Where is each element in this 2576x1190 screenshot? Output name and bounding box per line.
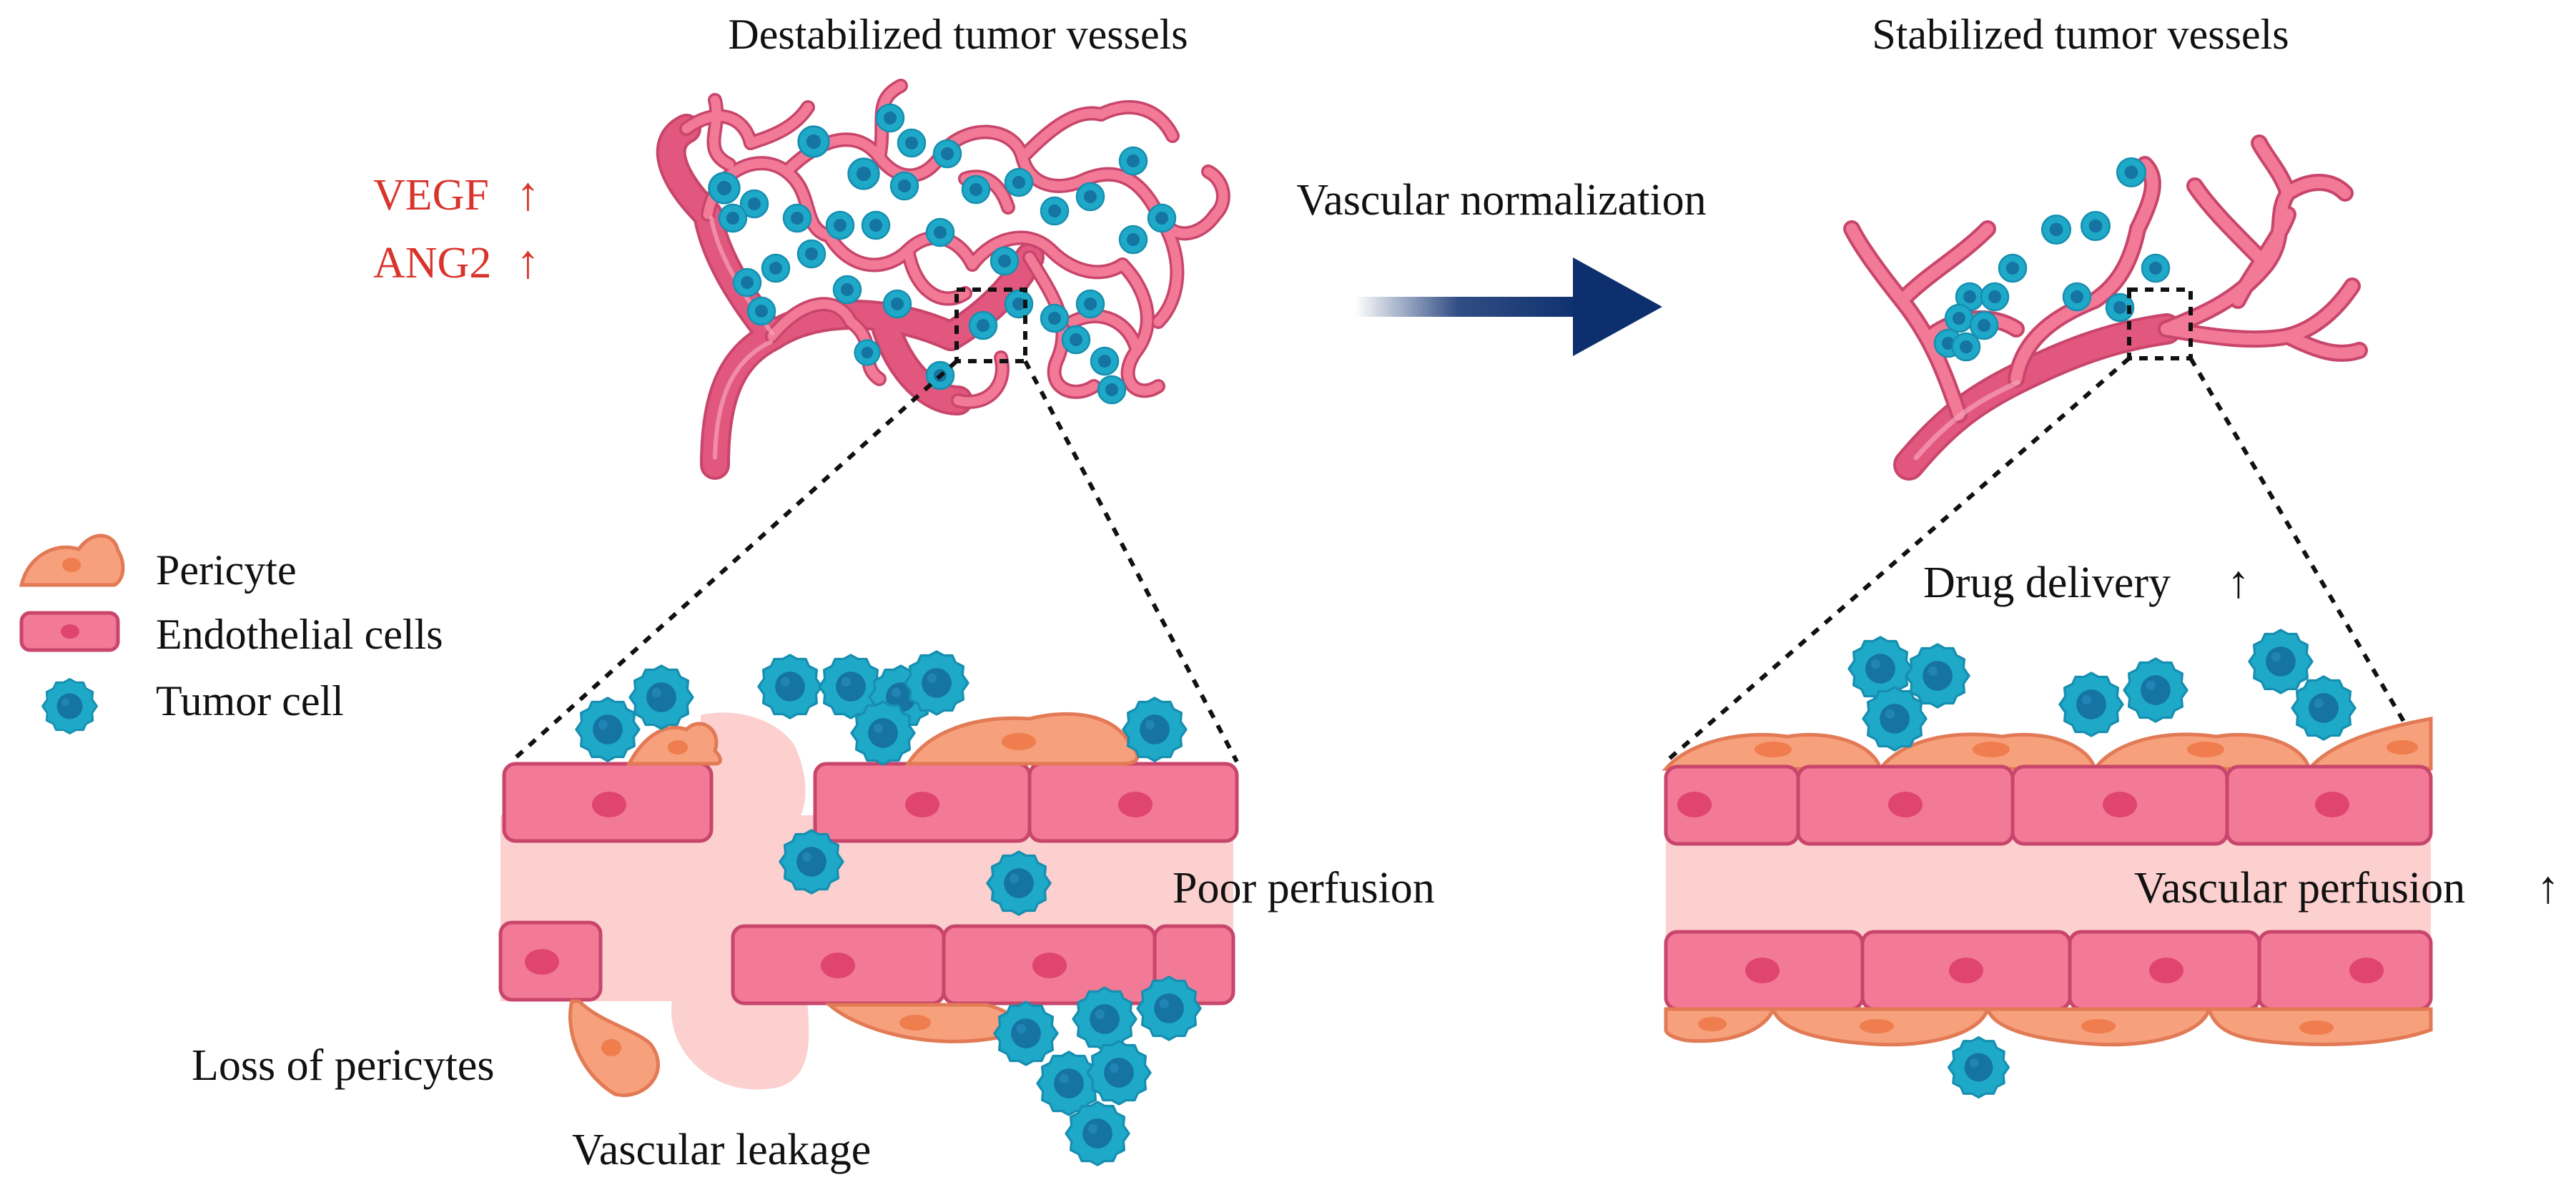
vascular-perfusion-arrow: ↑	[2537, 862, 2560, 913]
vascular-perfusion-label: Vascular perfusion	[2134, 864, 2465, 913]
endothelial-row-bottom-left	[498, 920, 1235, 1005]
zoom-box-right	[2127, 287, 2193, 360]
transition-arrow	[1355, 257, 1662, 356]
pericyte-layer-bottom-right	[1664, 1007, 2433, 1047]
tumor-cell-icon	[41, 678, 98, 734]
pericyte-icon	[19, 533, 125, 587]
destabilized-vessel-network	[656, 79, 1230, 480]
endothelial-row-bottom-right	[1664, 930, 2433, 1011]
pericyte-layer-top-right	[1662, 716, 2433, 771]
drug-delivery-label: Drug delivery	[1923, 559, 2171, 607]
poor-perfusion-label: Poor perfusion	[1173, 864, 1435, 913]
title-destabilized: Destabilized tumor vessels	[728, 11, 1188, 58]
stabilized-vessel-section	[1662, 629, 2433, 1099]
legend-tumor-label: Tumor cell	[156, 677, 344, 724]
factor-vegf: VEGF ↑	[373, 168, 540, 220]
factor-vegf-label: VEGF	[373, 171, 489, 220]
destabilized-tumor-cells	[708, 103, 1177, 405]
destabilized-vessel-section	[498, 650, 1239, 1166]
endothelial-row-top-left	[502, 762, 1239, 843]
endothelial-row-top-right	[1664, 764, 2433, 846]
factor-ang2-arrow: ↑	[516, 236, 540, 288]
factor-ang2: ANG2 ↑	[373, 236, 540, 288]
pericytes-left	[568, 712, 1140, 1097]
factor-ang2-label: ANG2	[373, 239, 491, 287]
stabilized-vessel-tree	[1843, 134, 2368, 481]
factor-vegf-arrow: ↑	[516, 168, 540, 220]
legend-pericyte-label: Pericyte	[156, 546, 297, 594]
loss-of-pericytes-label: Loss of pericytes	[192, 1041, 495, 1090]
drug-delivery-arrow: ↑	[2227, 556, 2250, 607]
endothelial-cell-icon	[19, 611, 120, 652]
legend-endothelial-label: Endothelial cells	[156, 611, 443, 658]
zoom-box-left	[954, 287, 1027, 363]
title-stabilized: Stabilized tumor vessels	[1872, 11, 2289, 58]
zoom-lines-left	[509, 359, 1239, 764]
vascular-leakage-label: Vascular leakage	[572, 1126, 871, 1174]
legend: Pericyte Endothelial cells Tumor cell	[19, 533, 443, 734]
transition-label: Vascular normalization	[1296, 176, 1706, 225]
